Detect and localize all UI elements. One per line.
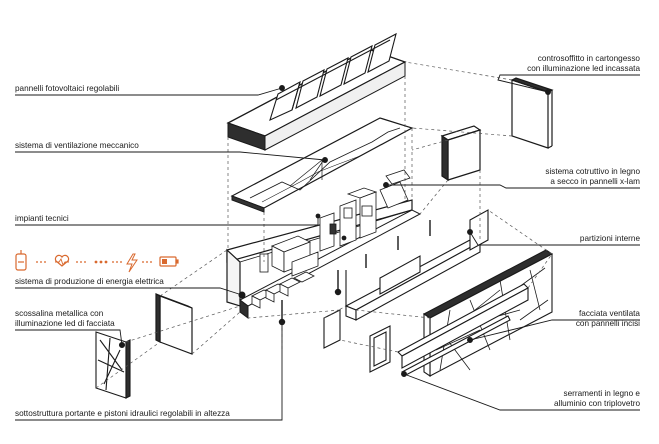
label-mechanical-ventilation: sistema di ventilazione meccanico bbox=[15, 141, 139, 150]
water-heater-icon bbox=[15, 250, 27, 271]
label-photovoltaic-panels: pannelli fotovoltaici regolabili bbox=[15, 84, 120, 93]
interior-furniture bbox=[259, 169, 411, 277]
plasterboard-ceiling-panel bbox=[510, 77, 554, 149]
clt-wall-panel bbox=[440, 125, 482, 182]
lightning-icon bbox=[126, 253, 138, 273]
label-plasterboard-ceiling-line1: controsoffitto in cartongesso bbox=[537, 54, 640, 63]
dots-icon bbox=[94, 260, 108, 264]
label-ventilated-facade-line2: con pannelli incisi bbox=[575, 319, 640, 328]
label-clt-system-line2: a secco in pannelli x-lam bbox=[550, 177, 640, 186]
label-plasterboard-ceiling-line2: con illuminazione led incassata bbox=[527, 64, 640, 73]
energy-icons-row bbox=[15, 250, 179, 273]
photovoltaic-panels bbox=[269, 32, 397, 122]
metal-flashing-panel bbox=[95, 331, 131, 399]
leader-lines bbox=[15, 74, 640, 421]
label-technical-systems: impianti tecnici bbox=[15, 214, 69, 223]
ventilation-plane bbox=[230, 117, 414, 213]
label-windows-line2: alluminio con triplovetro bbox=[553, 399, 640, 408]
window-frames bbox=[323, 283, 529, 377]
label-clt-system-line1: sistema cotruttivo in legno bbox=[545, 167, 640, 176]
label-metal-flashing-line1: scossalina metallica con bbox=[15, 309, 104, 318]
label-ventilated-facade-line1: facciata ventilata bbox=[579, 309, 640, 318]
label-metal-flashing-line2: illuminazione led di facciata bbox=[15, 319, 115, 328]
internal-partition-wall bbox=[344, 209, 489, 321]
label-internal-partitions: partizioni interne bbox=[579, 234, 640, 243]
dashed-guides bbox=[95, 61, 553, 389]
label-substructure: sottostruttura portante e pistoni idraul… bbox=[15, 409, 230, 418]
side-panel-left bbox=[155, 293, 193, 355]
heart-pulse-icon bbox=[54, 254, 70, 267]
label-energy-production: sistema di produzione di energia elettri… bbox=[15, 277, 164, 286]
label-windows-line1: serramenti in legno e bbox=[563, 389, 640, 398]
battery-icon bbox=[159, 256, 179, 267]
battery-units bbox=[251, 271, 315, 309]
